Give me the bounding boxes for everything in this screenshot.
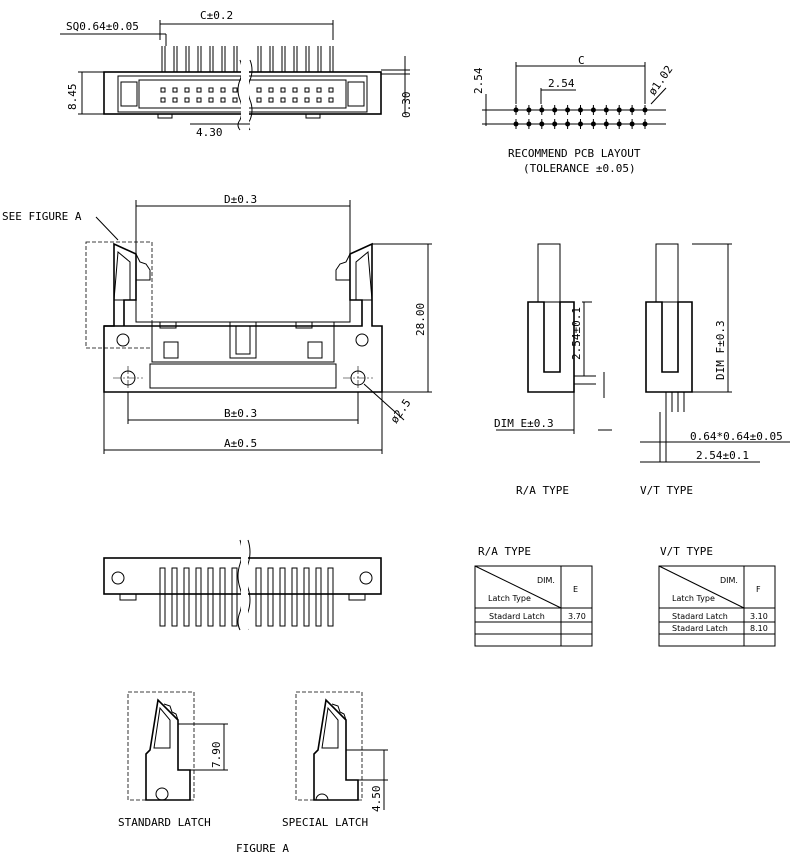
socket-hole xyxy=(316,87,322,93)
socket-hole xyxy=(304,97,310,103)
bottom-pin xyxy=(159,567,166,627)
special-latch-label: SPECIAL LATCH xyxy=(282,816,368,829)
c-dim-label: C±0.2 xyxy=(200,9,233,22)
bottom-pin xyxy=(267,567,274,627)
socket-hole xyxy=(328,97,334,103)
socket-hole xyxy=(208,87,214,93)
b-dim-label: B±0.3 xyxy=(224,407,257,420)
bottom-pin xyxy=(255,567,262,627)
ra-type-title: R/A TYPE xyxy=(516,484,569,497)
special-latch-dim: 4.50 xyxy=(370,786,383,813)
special-latch xyxy=(295,691,388,810)
vt-side-view xyxy=(640,243,790,463)
vt-table-dim: DIM. xyxy=(720,576,738,585)
socket-hole xyxy=(196,97,202,103)
socket-hole xyxy=(184,97,190,103)
front-hole-label: ø2.5 xyxy=(388,397,414,426)
socket-hole xyxy=(256,87,262,93)
ra-table-latch: Latch Type xyxy=(488,594,531,603)
a-dim-label: A±0.5 xyxy=(224,437,257,450)
ra-table xyxy=(474,565,593,647)
vt-table-row-2-value: 8.10 xyxy=(750,624,768,633)
pcb-pitch-h-label: 2.54 xyxy=(548,77,575,90)
ra-table-col: E xyxy=(573,585,578,594)
sq-dim-label: SQ0.64±0.05 xyxy=(66,20,139,33)
f-dim-label: DIM F±0.3 xyxy=(714,320,727,380)
offset-dim-label: 0.30 xyxy=(400,92,413,119)
socket-hole xyxy=(232,97,238,103)
socket-hole xyxy=(220,87,226,93)
vt-table-col: F xyxy=(756,585,761,594)
bottom-pin xyxy=(279,567,286,627)
vt-table xyxy=(658,565,776,647)
pcb-layout xyxy=(482,62,667,129)
pcb-title: RECOMMEND PCB LAYOUT xyxy=(508,147,641,160)
socket-hole xyxy=(268,97,274,103)
e-dim-label: DIM E±0.3 xyxy=(494,417,554,430)
vt-pitch-label: 2.54±0.1 xyxy=(696,449,749,462)
socket-hole xyxy=(280,87,286,93)
socket-hole xyxy=(172,97,178,103)
pcb-pitch-v-label: 2.54 xyxy=(472,67,485,94)
bottom-pin xyxy=(195,567,202,627)
ra-table-dim: DIM. xyxy=(537,576,555,585)
pcb-c-label: C xyxy=(578,54,585,67)
bottom-pin xyxy=(207,567,214,627)
socket-hole xyxy=(232,87,238,93)
figure-a-caption: FIGURE A xyxy=(236,842,289,855)
socket-hole xyxy=(184,87,190,93)
bottom-pin xyxy=(219,567,226,627)
socket-hole xyxy=(196,87,202,93)
socket-hole xyxy=(256,97,262,103)
pin-dim-label: 0.64*0.64±0.05 xyxy=(690,430,783,443)
bottom-pin xyxy=(231,567,238,627)
socket-hole xyxy=(160,87,166,93)
socket-hole xyxy=(160,97,166,103)
see-figure-a-label: SEE FIGURE A xyxy=(2,210,82,223)
standard-latch xyxy=(127,691,228,801)
vt-table-row-2-type: Stadard Latch xyxy=(672,624,728,633)
socket-hole xyxy=(292,87,298,93)
ra-dim-label: 2.54±0.1 xyxy=(570,307,583,360)
pitch-dim-label: 4.30 xyxy=(196,126,223,139)
socket-hole xyxy=(280,97,286,103)
ra-table-row-1-type: Stadard Latch xyxy=(489,612,545,621)
socket-hole xyxy=(328,87,334,93)
standard-latch-dim: 7.90 xyxy=(210,742,223,769)
front-view xyxy=(85,200,432,454)
bottom-view xyxy=(103,539,382,632)
socket-hole xyxy=(268,87,274,93)
vt-type-title: V/T TYPE xyxy=(640,484,693,497)
pcb-tolerance: (TOLERANCE ±0.05) xyxy=(523,162,636,175)
front-height-label: 28.00 xyxy=(414,303,427,336)
vt-table-row-1-value: 3.10 xyxy=(750,612,768,621)
socket-hole xyxy=(316,97,322,103)
socket-hole xyxy=(292,97,298,103)
vt-table-latch: Latch Type xyxy=(672,594,715,603)
top-view xyxy=(60,20,410,131)
ra-table-title: R/A TYPE xyxy=(478,545,531,558)
standard-latch-label: STANDARD LATCH xyxy=(118,816,211,829)
bottom-pin xyxy=(171,567,178,627)
socket-hole xyxy=(220,97,226,103)
bottom-pin xyxy=(291,567,298,627)
socket-hole xyxy=(172,87,178,93)
socket-hole xyxy=(208,97,214,103)
bottom-pin xyxy=(303,567,310,627)
vt-table-row-1-type: Stadard Latch xyxy=(672,612,728,621)
ra-table-row-1-value: 3.70 xyxy=(568,612,586,621)
bottom-pin xyxy=(315,567,322,627)
pcb-hole-label: ø1.02 xyxy=(646,63,676,98)
height-dim-label: 8.45 xyxy=(66,84,79,111)
d-dim-label: D±0.3 xyxy=(224,193,257,206)
socket-hole xyxy=(304,87,310,93)
bottom-pin xyxy=(183,567,190,627)
vt-table-title: V/T TYPE xyxy=(660,545,713,558)
ra-side-view xyxy=(496,243,612,434)
bottom-pin xyxy=(327,567,334,627)
